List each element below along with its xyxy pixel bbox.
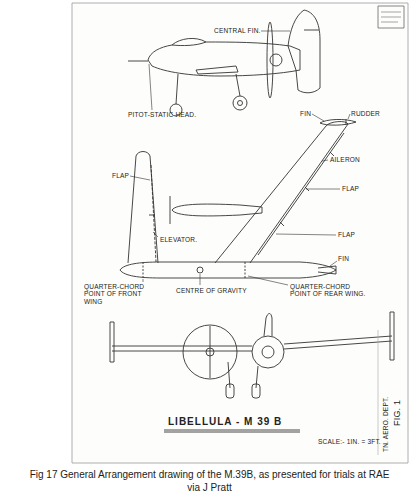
part-label: FLAP [112,172,129,179]
drawing-stroke [264,314,272,337]
drawing-stroke [346,119,347,125]
drawing-stroke [148,38,300,76]
drawing-stroke [258,133,344,255]
drawing-stroke [130,31,350,285]
drawing-stroke [238,101,243,106]
drawing-stroke [284,341,392,349]
figure-number: FIG. 1 [392,400,402,426]
drawing-stroke [320,119,356,125]
drawing-stroke [210,326,211,378]
drawing-stroke [215,122,348,263]
drawing-stroke [256,366,258,388]
drawing-stroke [390,312,394,360]
drawing-stroke [197,267,203,273]
drawing-stroke [381,22,398,23]
drawing-stroke [322,160,328,161]
drawing-stroke [252,384,260,398]
drawing-stroke [226,384,234,398]
drawing-stroke [318,266,336,274]
drawing-stroke [381,12,401,13]
part-label: AILERON [330,156,360,163]
drawing-stroke [112,351,252,352]
drawing-stroke [378,330,379,455]
drawing-stroke [128,152,158,264]
part-label: CENTRAL FIN. [214,27,261,34]
drawing-stroke [233,96,247,110]
drawing-stroke [270,54,282,66]
drawing-stroke [153,232,158,237]
drawing-stroke [200,274,201,285]
drawing-stroke [245,262,246,278]
drawing-stroke [261,31,290,32]
drawing-stroke [348,114,350,119]
drawing-stroke [120,262,336,278]
drawing-stroke [143,262,144,278]
drawing-stroke [262,346,274,358]
drawing-stroke [172,42,206,46]
drawing-stroke [176,74,178,104]
reference-note: CENTRE OF GRAVITY [176,287,247,294]
drawing-stroke [172,204,262,216]
part-label: FLAP [342,185,359,192]
part-label: FIN [300,110,311,117]
drawing-stroke [151,165,156,262]
reference-note: QUARTER-CHORD POINT OF REAR WING. [290,283,370,298]
department-note: TN. AERO. DEPT. [382,397,389,452]
drawing-stroke [164,430,300,431]
drawing-stroke [280,222,284,226]
drawing-stroke [164,432,300,433]
drawing-stroke [306,189,340,190]
drawing-stroke [112,346,252,347]
drawing-stroke [284,336,392,344]
drawing-stroke [72,3,408,463]
drawing-stroke [170,196,171,224]
drawing-stroke [130,176,150,180]
drawing-stroke [248,276,288,285]
part-label: FLAP [338,231,355,238]
scale-note: SCALE:- 1IN. = 3FT. [318,438,381,445]
drawing-stroke [72,3,408,463]
part-label: RUDDER [351,110,380,117]
drawing-stroke [304,30,319,31]
part-label: PITOT-STATIC HEAD. [128,111,196,118]
drawing-stroke [236,74,240,96]
drawing-stroke [149,64,152,110]
drawing-stroke [252,336,284,368]
part-label: FIN [338,255,349,262]
drawing-stroke [143,279,144,282]
drawing-stroke [330,152,334,156]
drawing-stroke [196,66,238,74]
figure-caption: Fig 17 General Arrangement drawing of th… [22,468,397,494]
drawing-stroke [330,261,337,266]
drawing-stroke [149,215,155,216]
drawing-stroke [128,61,148,62]
drawing-title: LIBELLULA - M 39 B [168,416,282,427]
drawing-stroke [381,17,401,18]
drawing-stroke [276,234,336,235]
drawing-stroke [288,10,320,93]
reference-note: QUARTER-CHORD POINT OF FRONT WING [84,283,156,305]
drawing-stroke [110,322,114,362]
drawing-stroke [312,114,324,121]
drawing-stroke [378,6,404,28]
part-label: ELEVATOR. [160,236,197,243]
